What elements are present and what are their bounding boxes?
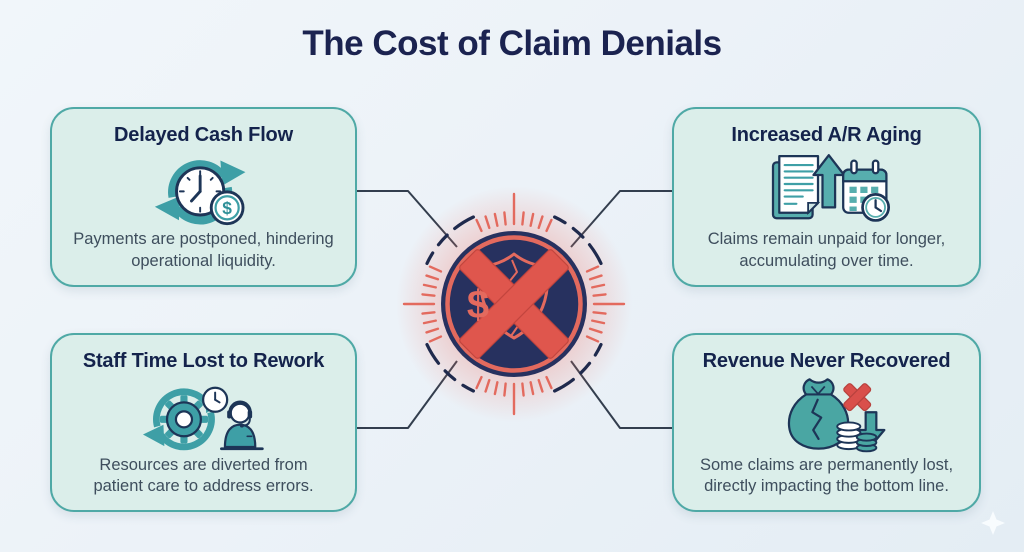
tick-cluster (475, 192, 553, 233)
card-increased-ar-aging: Increased A/R Aging (672, 107, 981, 287)
card-heading: Increased A/R Aging (731, 124, 922, 146)
gear-cycle-support-agent-icon (142, 386, 264, 451)
card-body: Resources are diverted from patient care… (93, 456, 314, 496)
card-body: Payments are postponed, hindering operat… (73, 230, 334, 270)
card-heading: Staff Time Lost to Rework (82, 350, 325, 372)
moneybag-x-decline-icon (787, 378, 885, 453)
card-revenue-never-recovered: Revenue Never Recovered (672, 333, 981, 512)
card-body: Some claims are permanently lost, direct… (699, 456, 954, 496)
clock-cycle-dollar-icon: $ (154, 159, 245, 225)
document-uparrow-calendar-icon (771, 153, 890, 222)
denied-claim-shield-emblem: $ (396, 186, 632, 422)
dashed-ring (425, 215, 603, 393)
x-mark-icon (459, 249, 569, 359)
card-body: Claims remain unpaid for longer, accumul… (707, 230, 946, 270)
card-heading: Revenue Never Recovered (702, 350, 951, 372)
card-staff-time-lost: Staff Time Lost to Rework (50, 333, 357, 512)
card-heading: Delayed Cash Flow (114, 124, 293, 146)
emblem-ring (445, 235, 583, 373)
page-title: The Cost of Claim Denials (302, 24, 722, 63)
svg-text:$: $ (222, 198, 232, 218)
card-delayed-cash-flow: Delayed Cash Flow $ P (50, 107, 357, 287)
dollar-sign: $ (467, 283, 489, 327)
sparkle-decoration (981, 511, 1005, 535)
